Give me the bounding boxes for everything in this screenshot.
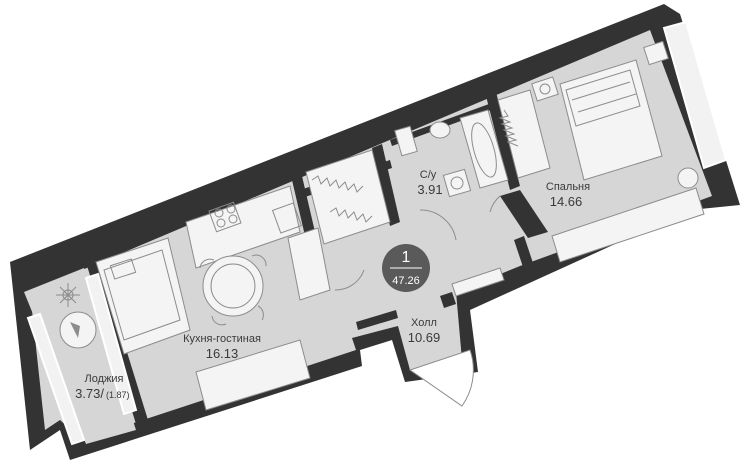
bedroom-furniture — [531, 40, 705, 263]
apartment-floor — [30, 30, 712, 440]
rooms-badge: 1 47.26 — [382, 244, 430, 292]
hall-name: Холл — [411, 317, 437, 329]
bedroom-area: 14.66 — [550, 194, 583, 209]
bathroom-name: С/у — [420, 169, 437, 181]
loggia-floor — [24, 268, 136, 444]
loggia-area: 3.73/ — [75, 386, 104, 401]
kitchen-furniture — [95, 185, 331, 411]
kitchen-name: Кухня-гостиная — [183, 333, 261, 345]
hall-area: 10.69 — [408, 330, 441, 345]
doors — [334, 195, 501, 407]
loggia-name: Лоджия — [85, 373, 124, 385]
badge-room-count: 1 — [402, 249, 411, 266]
bedroom-name: Спальня — [546, 181, 590, 193]
wardrobes — [305, 89, 551, 245]
bathroom-area: 3.91 — [417, 182, 442, 197]
kitchen-area: 16.13 — [206, 346, 239, 361]
loggia-area-reduced: (1.87) — [106, 390, 130, 400]
windows — [26, 20, 728, 446]
bathroom-fixtures — [394, 109, 509, 198]
badge-total-area: 47.26 — [392, 275, 420, 287]
hall-furniture — [451, 267, 505, 297]
loggia-furniture — [56, 283, 97, 349]
